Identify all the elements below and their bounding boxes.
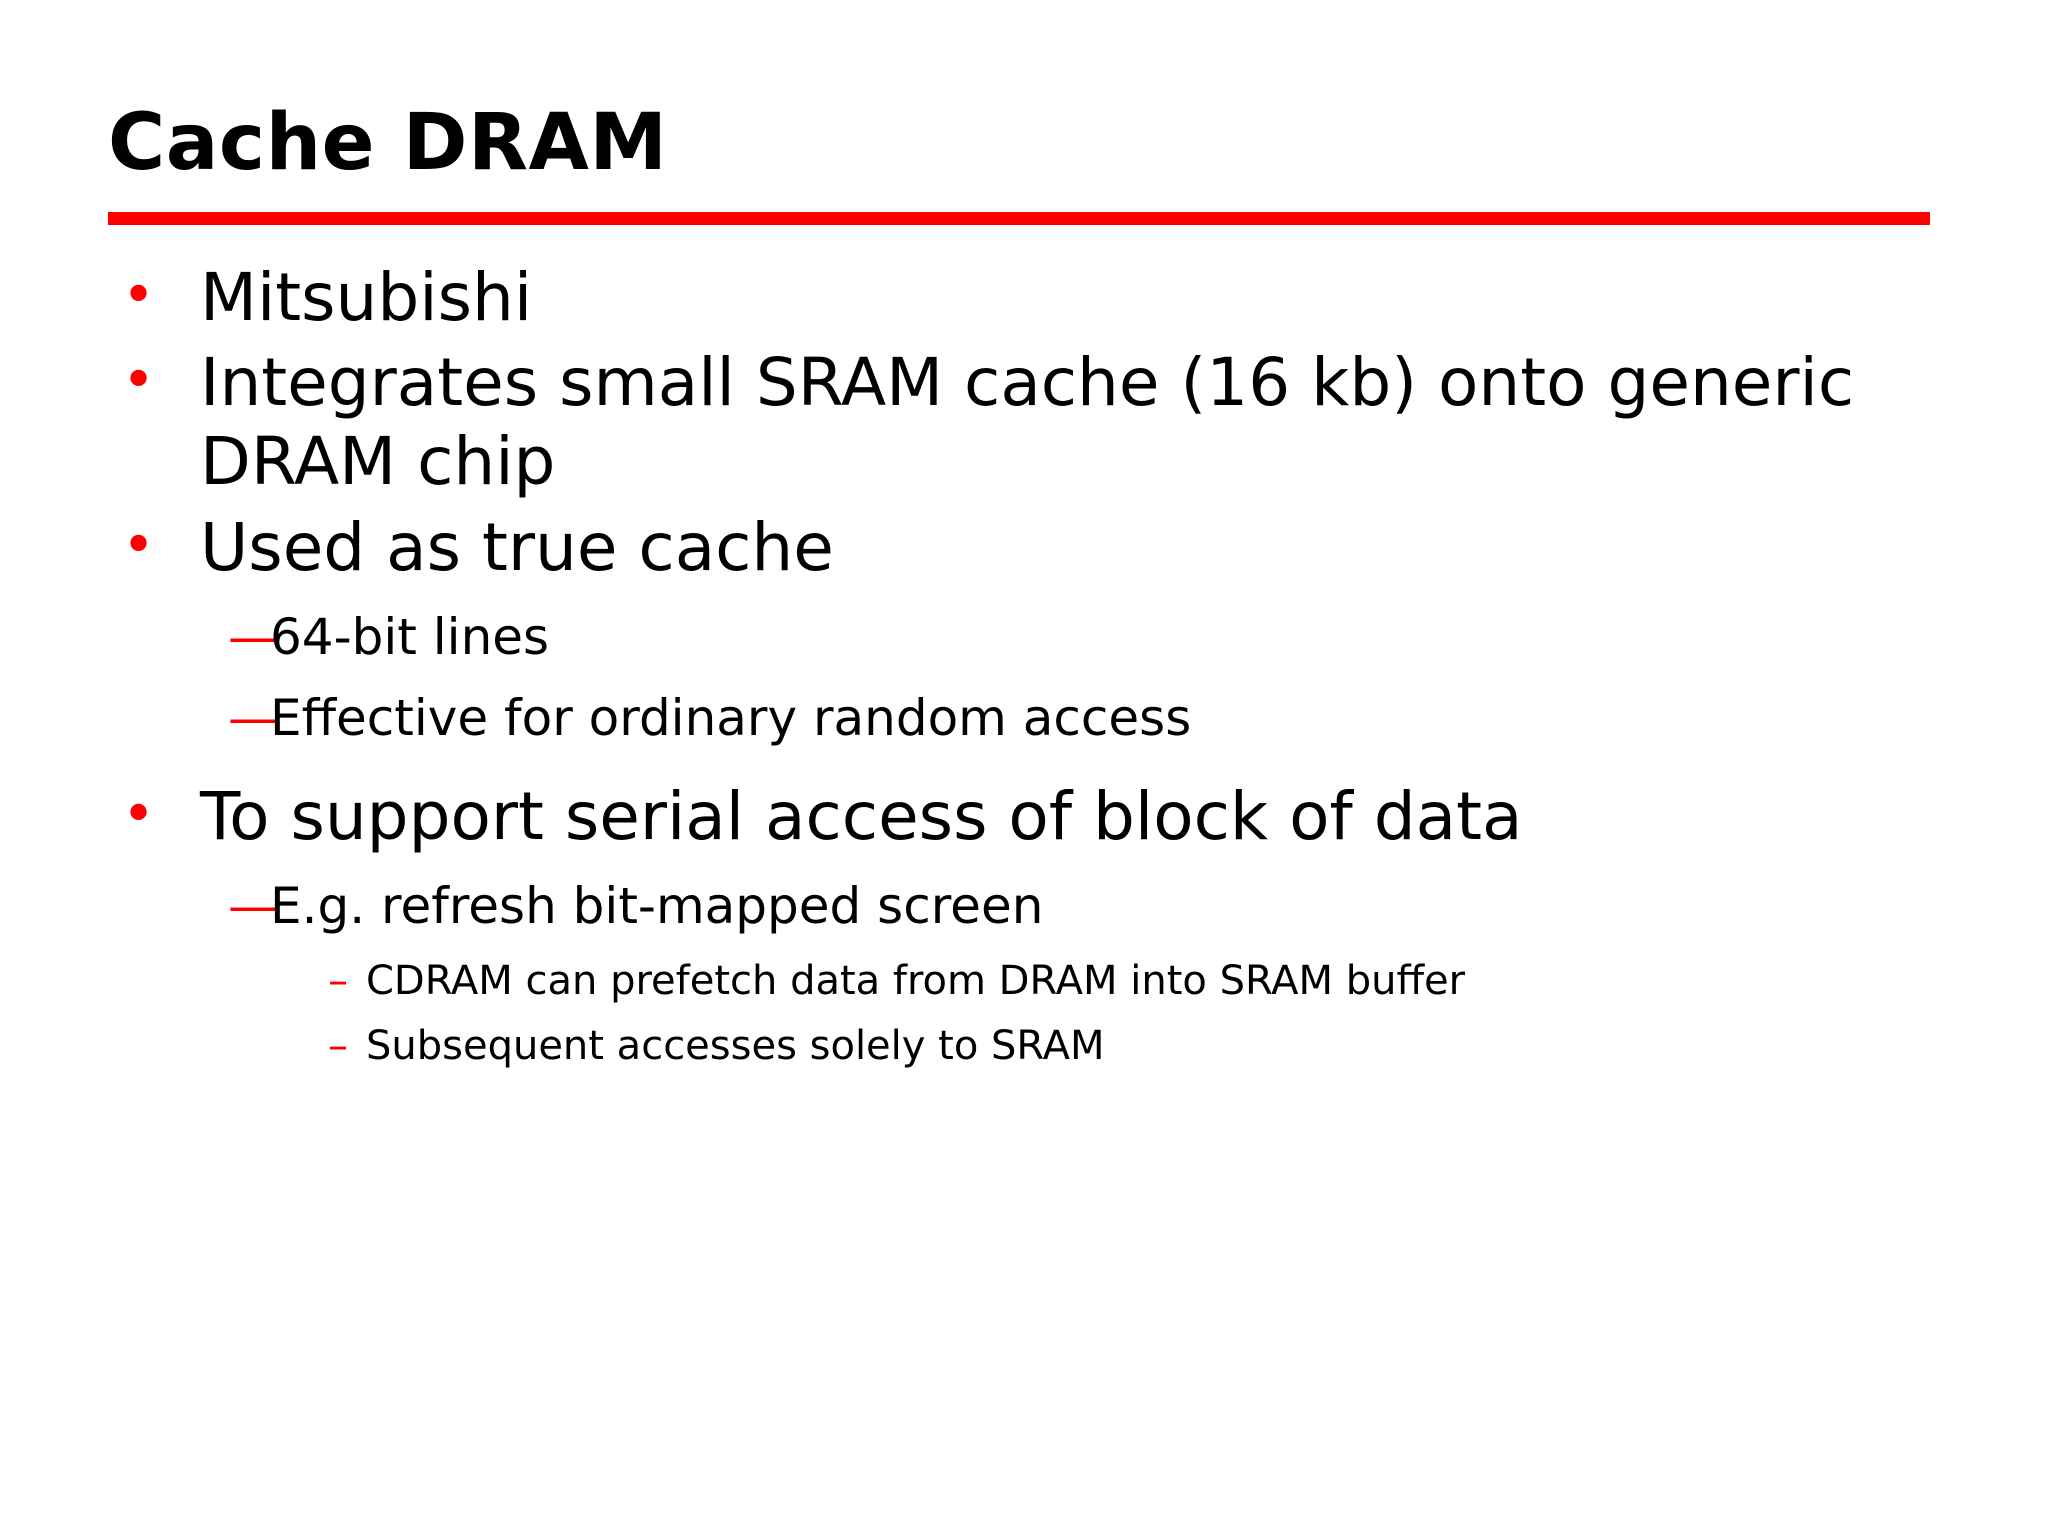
list-item: — E.g. refresh bit-mapped screen (0, 876, 2048, 937)
bullet-dot-icon: • (122, 263, 156, 328)
list-spacer (0, 1008, 2048, 1022)
list-item: — Effective for ordinary random access (0, 688, 2048, 749)
bullet-dot-icon: • (122, 781, 156, 847)
en-dash-icon: – (328, 957, 348, 1004)
list-item-label: CDRAM can prefetch data from DRAM into S… (366, 957, 1466, 1004)
list-item-label: Integrates small SRAM cache (16 kb) onto… (200, 344, 1855, 501)
list-item-label: E.g. refresh bit-mapped screen (270, 876, 1044, 935)
list-spacer (0, 755, 2048, 777)
list-item: • Mitsubishi (0, 258, 2048, 337)
list-item-label: Used as true cache (200, 508, 834, 586)
list-item: – Subsequent accesses solely to SRAM (0, 1022, 2048, 1071)
slide-body: • Mitsubishi • Integrates small SRAM cac… (0, 258, 2048, 1073)
list-spacer (0, 674, 2048, 688)
list-item: — 64-bit lines (0, 607, 2048, 668)
list-item: – CDRAM can prefetch data from DRAM into… (0, 957, 2048, 1006)
bullet-dot-icon: • (122, 512, 156, 578)
list-item-label: To support serial access of block of dat… (200, 777, 1523, 855)
slide-title-block: Cache DRAM (108, 98, 1938, 188)
em-dash-icon: — (228, 876, 278, 935)
en-dash-icon: – (328, 1022, 348, 1069)
em-dash-icon: — (228, 607, 278, 666)
list-item-label: Effective for ordinary random access (270, 688, 1192, 747)
list-item-label: 64-bit lines (270, 607, 550, 666)
em-dash-icon: — (228, 688, 278, 747)
bullet-dot-icon: • (122, 348, 156, 414)
title-underline-rule (108, 212, 1930, 225)
list-item: • Used as true cache (0, 508, 2048, 587)
list-item: • To support serial access of block of d… (0, 777, 2048, 856)
list-spacer (0, 593, 2048, 607)
list-item: • Integrates small SRAM cache (16 kb) on… (0, 343, 2048, 501)
list-item-label: Mitsubishi (200, 259, 533, 336)
list-spacer (0, 943, 2048, 957)
list-spacer (0, 862, 2048, 876)
list-item-label: Subsequent accesses solely to SRAM (366, 1022, 1105, 1069)
page-title: Cache DRAM (108, 98, 668, 188)
